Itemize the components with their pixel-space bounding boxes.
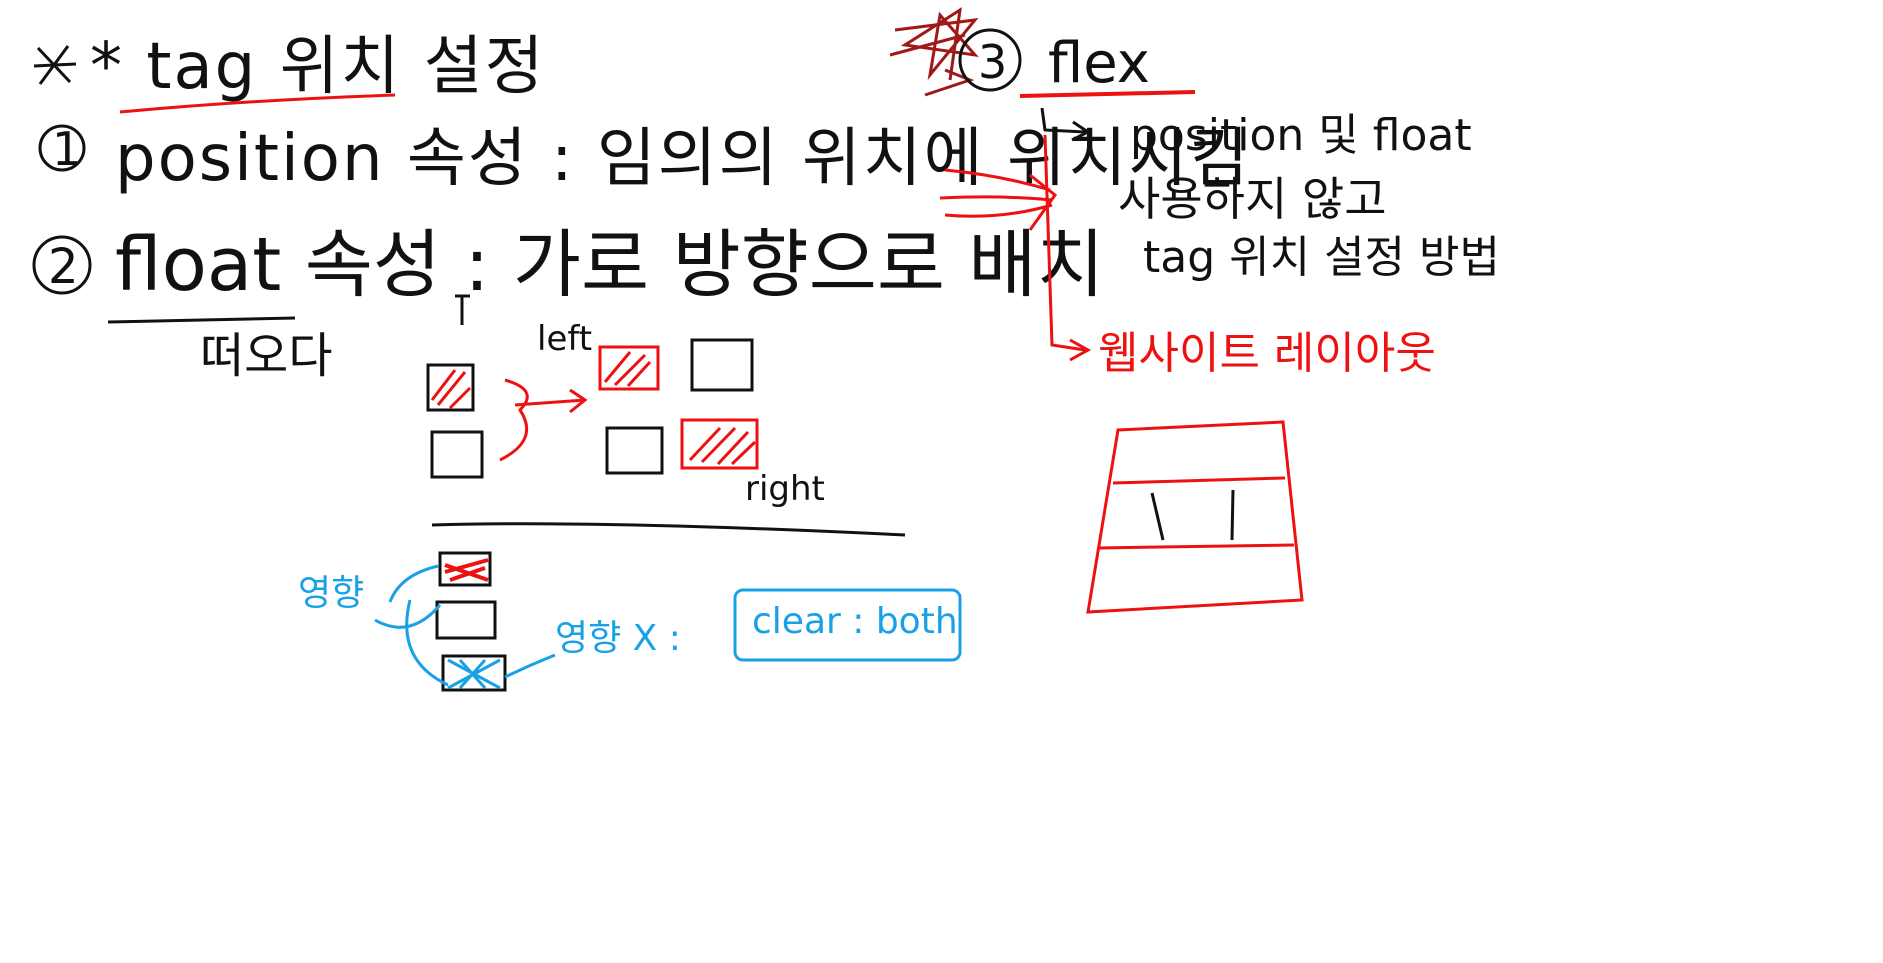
clear-label: clear : both <box>752 601 958 642</box>
item2-label: float 속성 : 가로 방향으로 배치 <box>115 222 1105 308</box>
clear-box-mid <box>435 600 497 640</box>
clear-diagram: 영향 영향 X : clear : both <box>298 551 962 692</box>
item3-label: flex <box>1048 31 1150 96</box>
title-underline <box>119 93 396 114</box>
no-affect-line <box>405 599 556 687</box>
layout-header-line <box>1112 476 1286 485</box>
item2-number-circle <box>32 235 92 295</box>
layout-column-line-2 <box>1230 489 1235 541</box>
layout-outline <box>1086 420 1304 614</box>
title-group: * tag 위치 설정 <box>33 30 546 114</box>
float-arrow <box>499 378 588 462</box>
float-diagram: left right <box>426 319 906 537</box>
box-bottom-before <box>430 430 484 479</box>
right-label: right <box>745 469 825 509</box>
box-left-after <box>598 345 660 391</box>
cursor-icon <box>455 294 470 325</box>
item1-number-circle <box>38 124 86 172</box>
flex-note-2: 사용하지 않고 <box>1118 172 1387 226</box>
affect-label: 영향 <box>298 573 364 614</box>
clear-box-bottom <box>441 654 507 692</box>
item3-underline <box>1019 90 1196 98</box>
asterisk-icon <box>33 45 77 85</box>
box-left-before <box>426 363 475 412</box>
item1-group: 1 position 속성 : 임의의 위치에 위치시킴 <box>38 122 1250 196</box>
box-mid-center <box>605 426 664 475</box>
item3-number: 3 <box>978 35 1007 89</box>
affect-arrow <box>374 564 442 629</box>
no-affect-label: 영향 X : <box>555 618 681 659</box>
clear-box-top-fill <box>444 558 489 582</box>
layout-sketch <box>1086 420 1304 614</box>
item2-group: 2 float 속성 : 가로 방향으로 배치 떠오다 <box>32 222 1105 384</box>
clear-box-top <box>438 551 492 587</box>
flex-note-1: position 및 float <box>1130 110 1472 161</box>
page-title: * tag 위치 설정 <box>90 30 546 104</box>
item2-underline <box>107 316 296 324</box>
layout-footer-line <box>1097 543 1295 550</box>
section-divider <box>431 522 906 537</box>
box-left-after-hatch <box>603 351 652 388</box>
box-top-right <box>690 338 754 392</box>
flex-bracket-black <box>1040 107 1091 142</box>
box-right-after-hatch <box>688 426 757 466</box>
item1-label: position 속성 : 임의의 위치에 위치시킴 <box>115 122 1250 196</box>
item3-group: 3 flex position 및 float 사용하지 않고 tag 위치 설… <box>889 6 1500 379</box>
flex-note-3: tag 위치 설정 방법 <box>1143 232 1500 283</box>
item1-number: 1 <box>52 122 81 176</box>
clear-box-outline <box>733 588 962 662</box>
box-right-after <box>680 418 759 470</box>
item2-sub: 떠오다 <box>200 328 332 384</box>
flex-emphasis-arrows <box>939 168 1058 231</box>
clear-box-bottom-fill <box>447 658 501 690</box>
scribble-mark <box>889 6 979 97</box>
box-left-before-hatch <box>430 369 472 410</box>
item2-number: 2 <box>48 239 79 295</box>
item3-number-circle <box>958 28 1022 92</box>
flex-note-4: 웹사이트 레이아웃 <box>1098 328 1436 379</box>
left-label: left <box>537 319 592 359</box>
layout-column-line-1 <box>1150 492 1165 541</box>
